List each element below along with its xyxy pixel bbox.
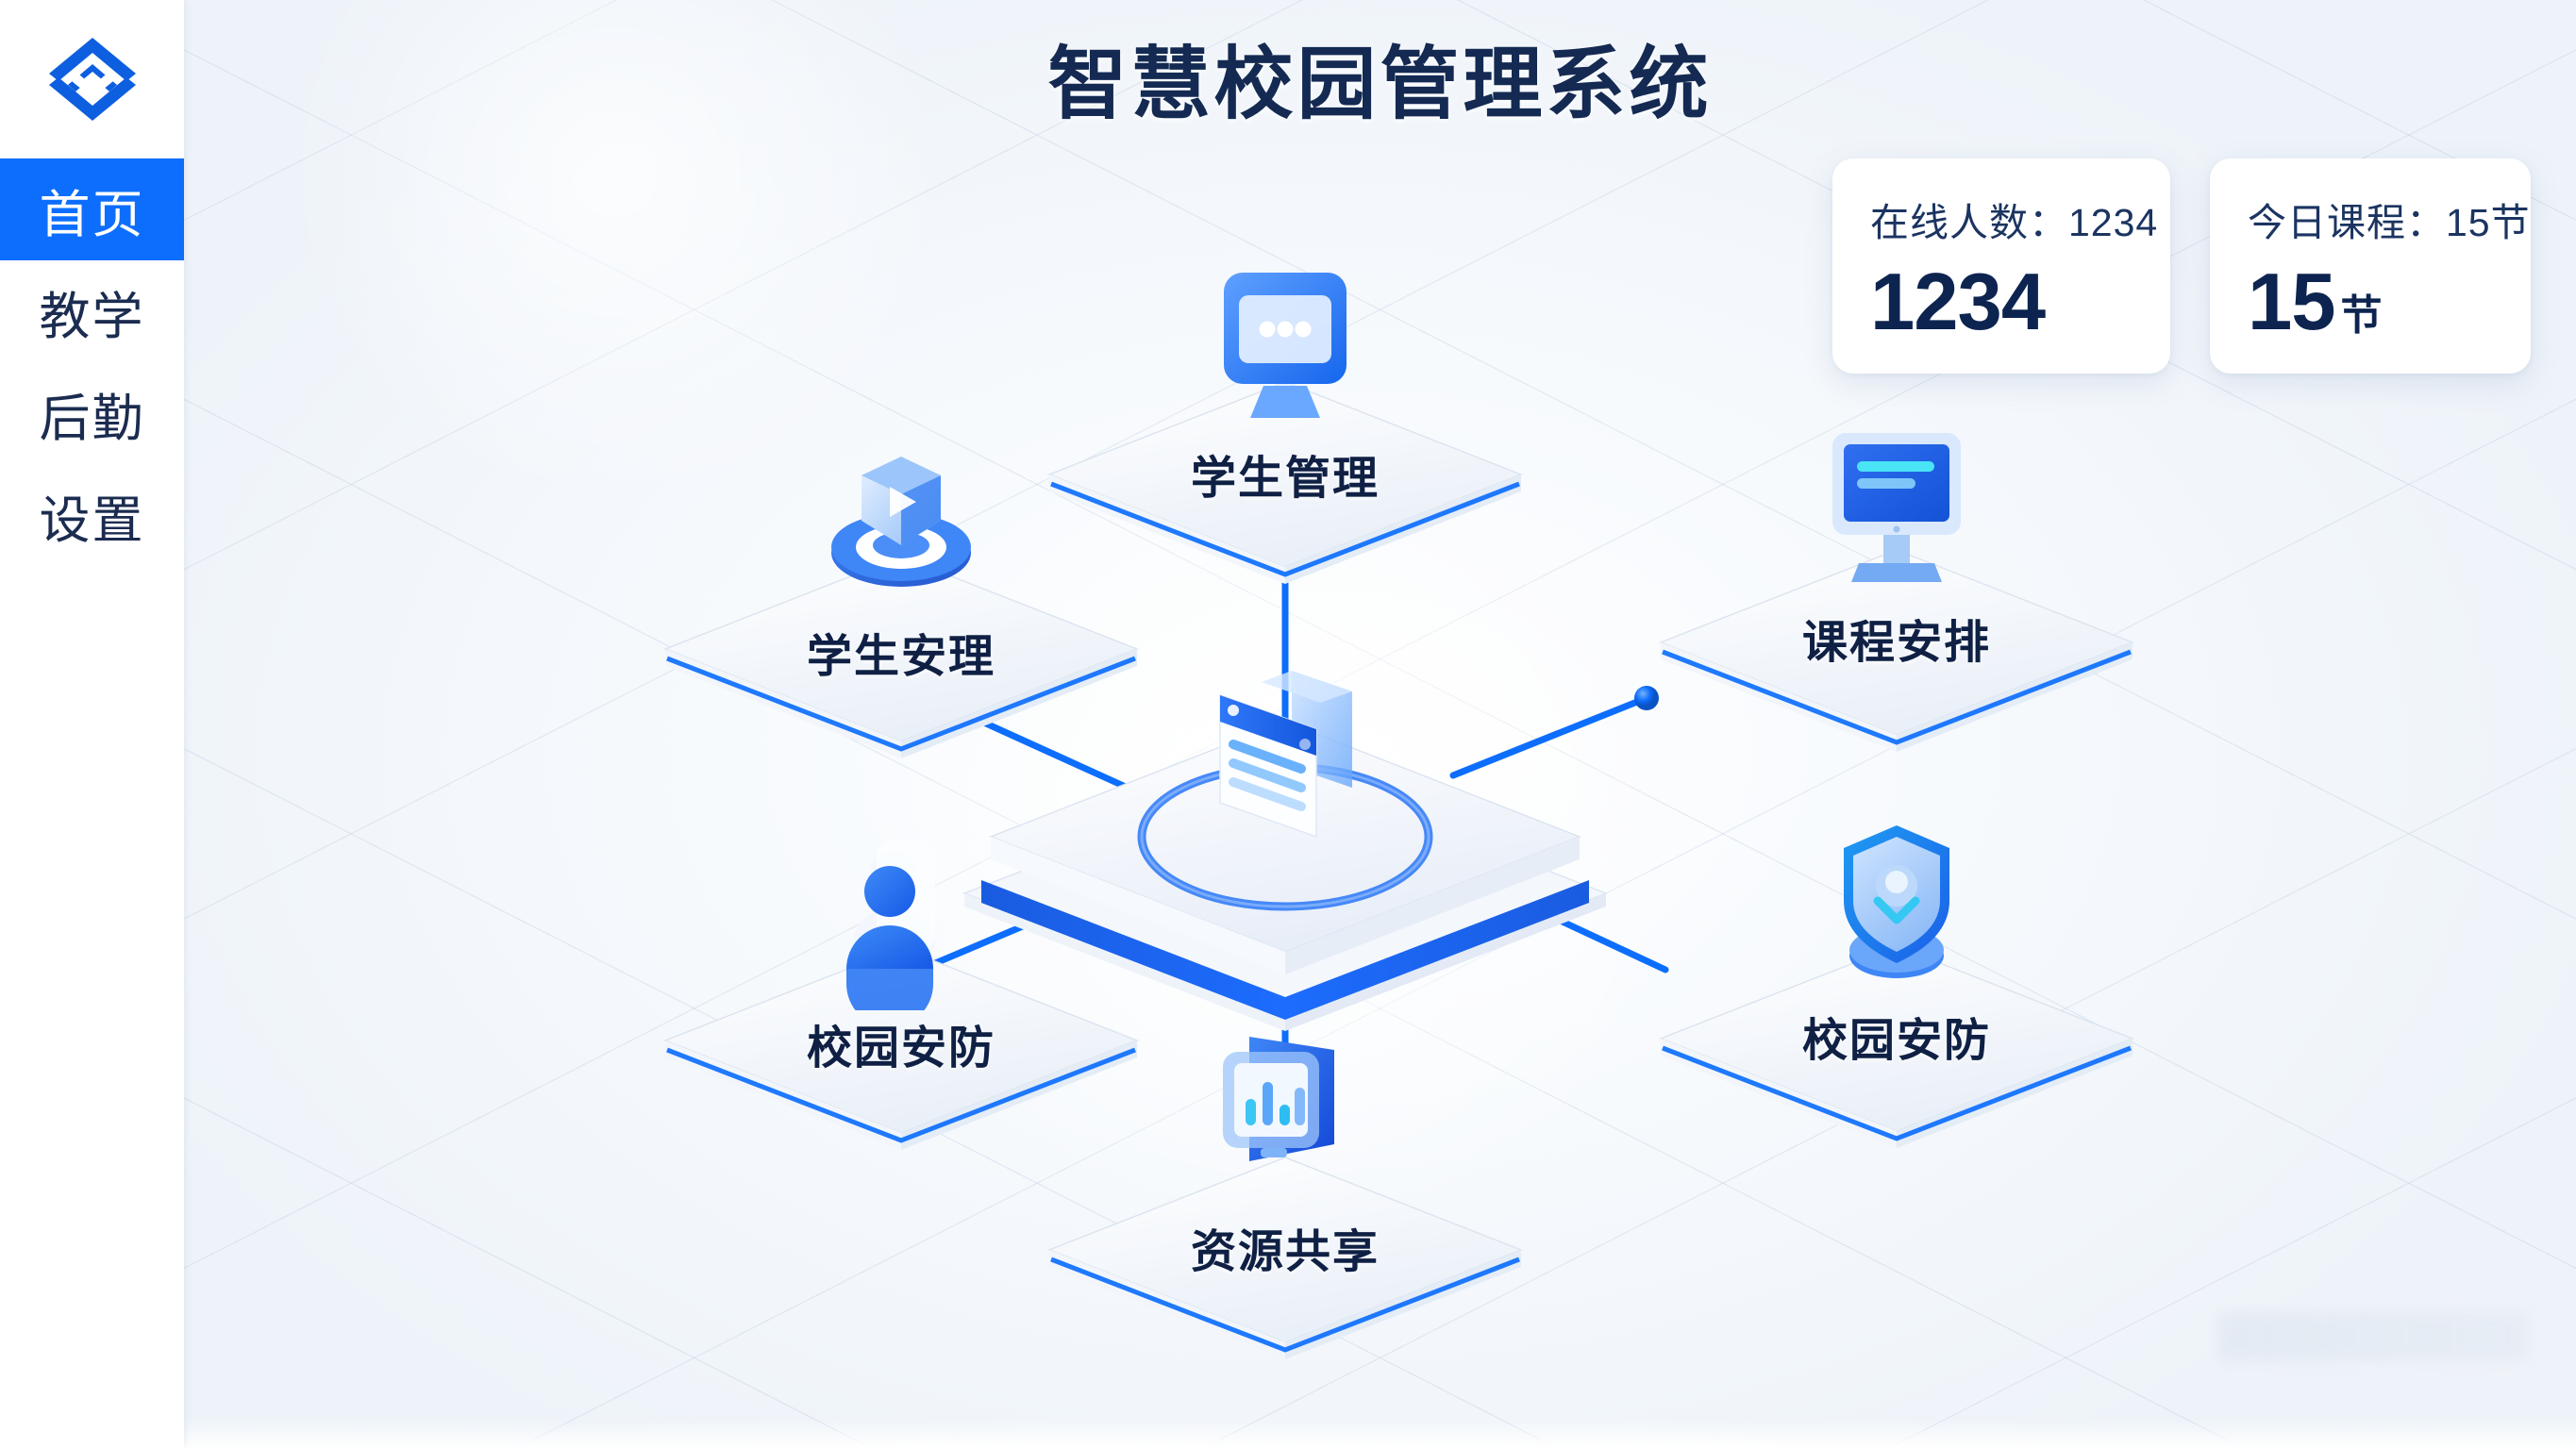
sidebar-item-label: 首页: [39, 186, 145, 243]
sidebar-item-label: 设置: [39, 491, 145, 549]
sidebar-item-logistics[interactable]: 后勤: [0, 362, 184, 464]
stat-card-today-courses[interactable]: 今日课程：15节 15 节: [2210, 158, 2531, 374]
stat-value-row: 1234: [1870, 262, 2170, 342]
page-title: 智慧校园管理系统: [1047, 40, 1713, 128]
stat-value-row: 15 节: [2248, 262, 2531, 342]
layered-diamond-logo-icon: [48, 38, 136, 121]
stat-caption: 在线人数：1234: [1870, 201, 2159, 244]
node-label: 学生管理: [1190, 454, 1380, 504]
sidebar: 首页 教学 后勤 设置: [0, 0, 184, 1448]
sidebar-item-label: 后勤: [39, 390, 145, 447]
node-label: 校园安防: [1801, 1016, 1992, 1066]
stat-unit: 节: [2340, 292, 2383, 339]
stat-card-online-users[interactable]: 在线人数：1234 1234: [1832, 158, 2170, 374]
sidebar-item-label: 教学: [39, 288, 145, 345]
platform: [1658, 945, 2135, 1148]
app-logo[interactable]: [0, 0, 184, 158]
diagram-node-course-schedule[interactable]: 课程安排: [1651, 427, 2142, 752]
stat-caption: 今日课程：15节: [2248, 201, 2531, 244]
main-stage: 智慧校园管理系统 在线人数：1234 1234 今日课程：15节 15 节: [184, 0, 2576, 1448]
sidebar-item-home[interactable]: 首页: [0, 158, 184, 260]
diagram-node-security-shield[interactable]: 校园安防: [1651, 824, 2142, 1148]
stat-card-group: 在线人数：1234 1234 今日课程：15节 15 节: [1832, 158, 2531, 374]
node-label: 校园安防: [806, 1024, 996, 1074]
stat-value: 15: [2248, 258, 2336, 347]
platform: [1046, 1157, 1524, 1359]
sidebar-item-teaching[interactable]: 教学: [0, 260, 184, 362]
stat-value: 1234: [1870, 258, 2046, 347]
node-label: 资源共享: [1190, 1227, 1380, 1277]
diagram-node-resource-share[interactable]: 资源共享: [1040, 1035, 1531, 1359]
node-label: 课程安排: [1801, 618, 1992, 668]
platform: [1658, 549, 2135, 752]
watermark: [2217, 1312, 2529, 1361]
sidebar-item-settings[interactable]: 设置: [0, 464, 184, 566]
